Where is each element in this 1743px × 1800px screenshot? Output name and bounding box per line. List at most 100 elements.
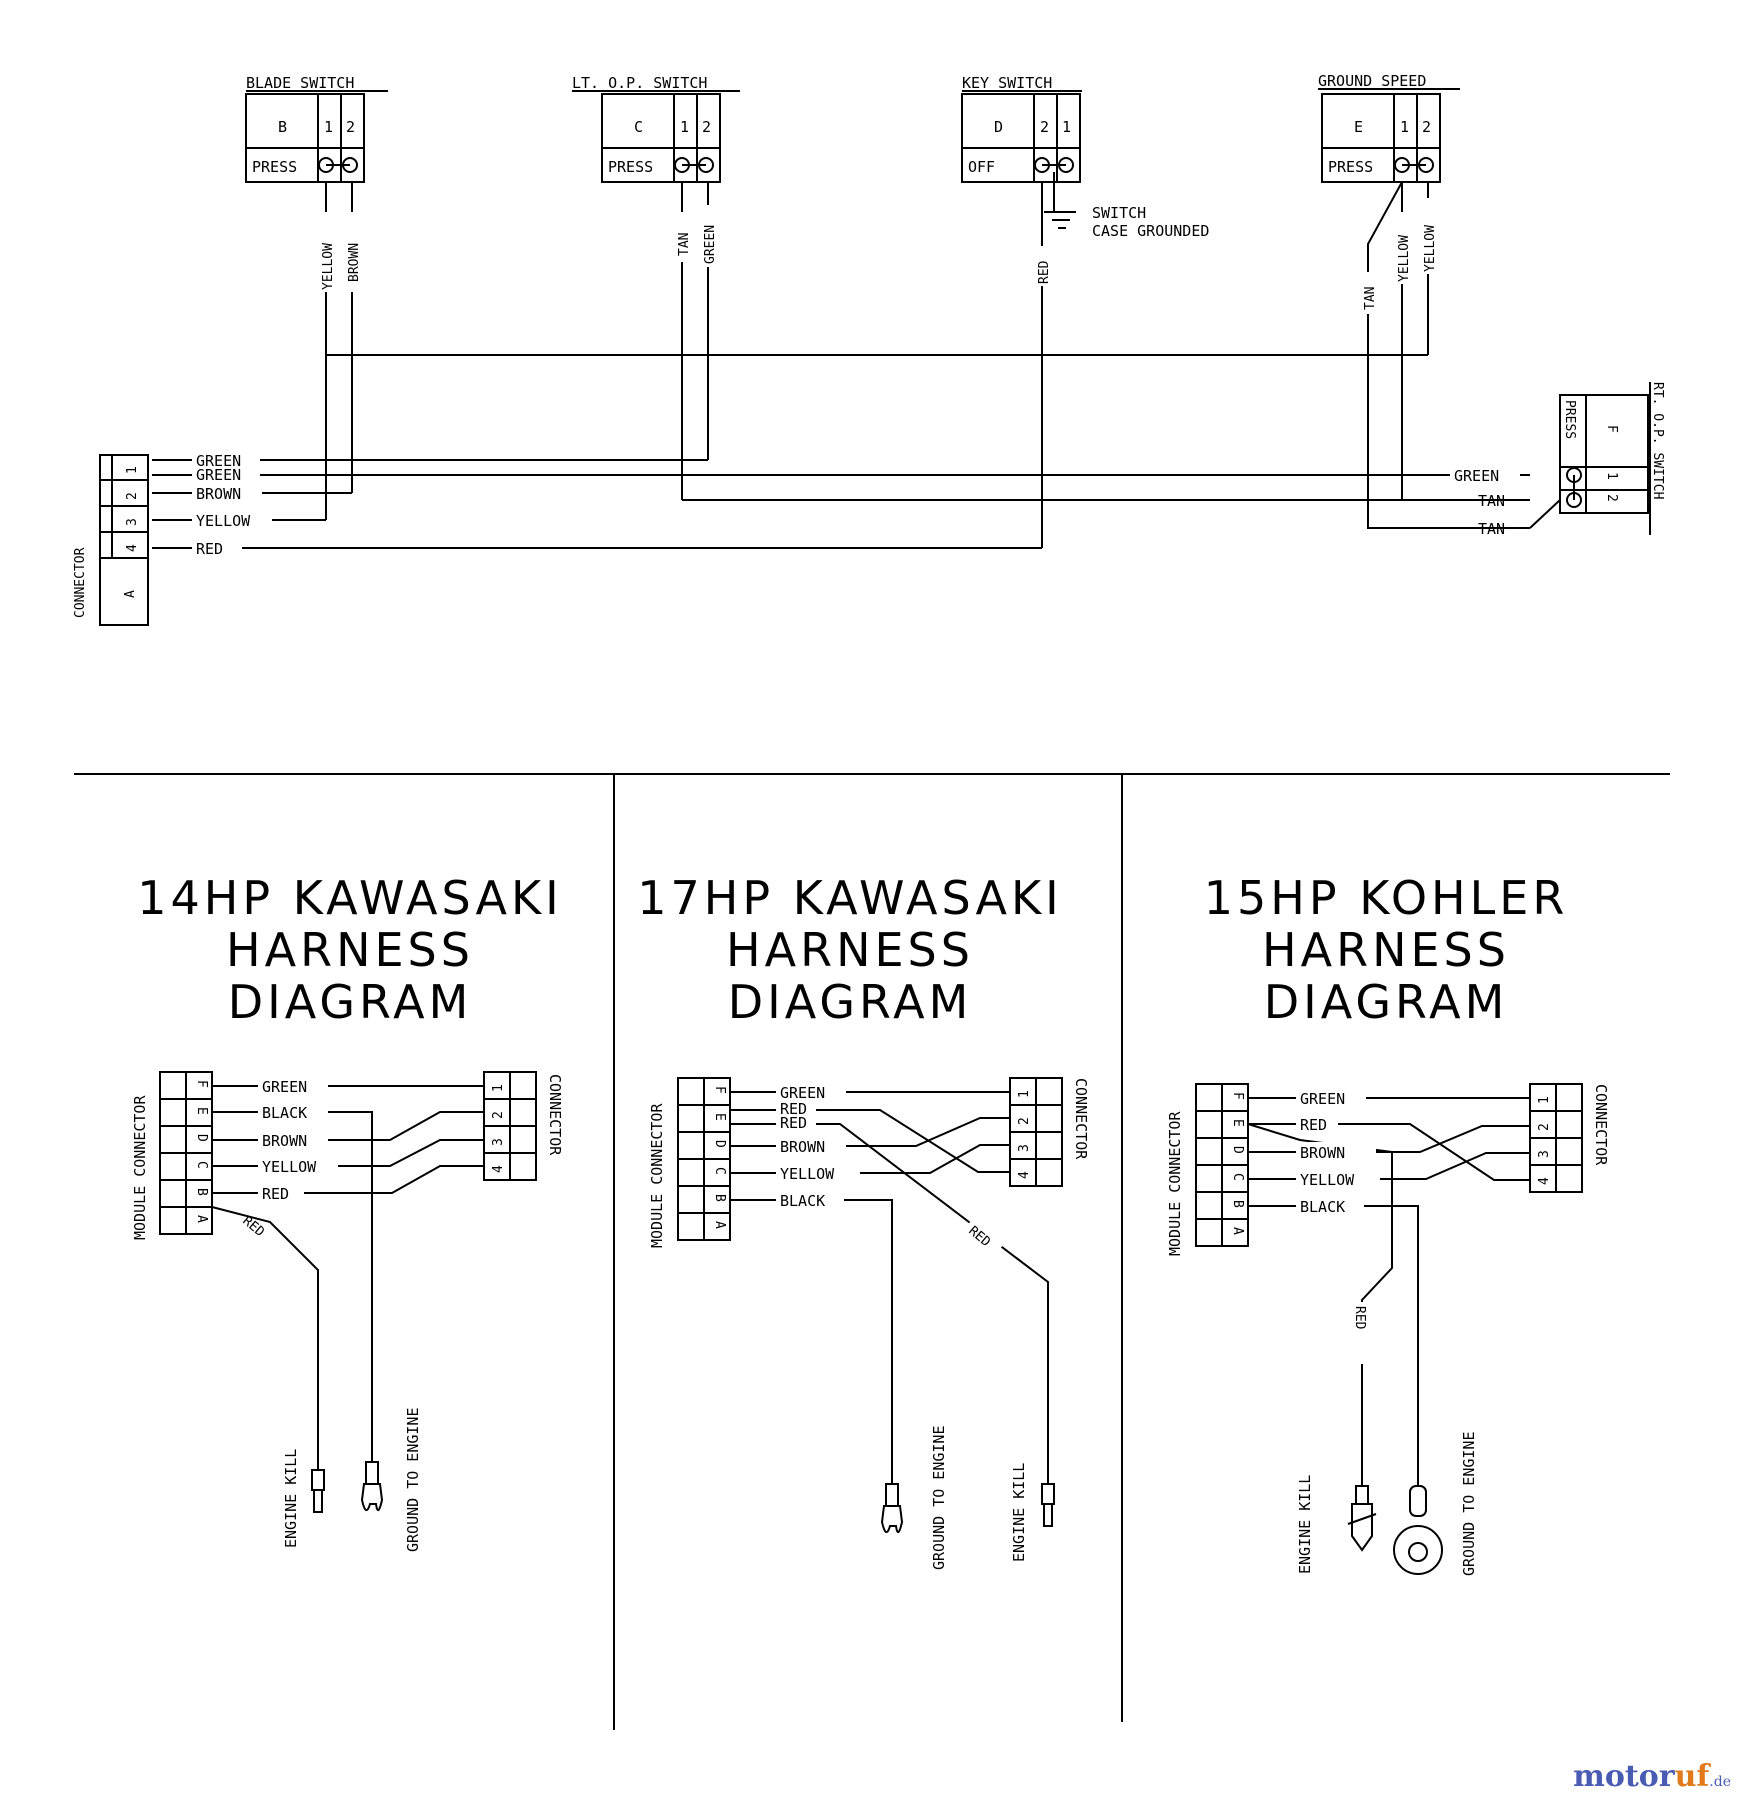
conn-a-wire-green-1: GREEN xyxy=(196,452,241,470)
p2-wire-yellow: YELLOW xyxy=(780,1165,835,1183)
p3-wire-red: RED xyxy=(1300,1116,1327,1134)
brand-part-3: .de xyxy=(1709,1774,1731,1790)
blade-switch-pin2: 2 xyxy=(346,118,355,136)
key-switch-pin1: 2 xyxy=(1040,118,1049,136)
p3-ground-ring-terminal xyxy=(1393,1485,1443,1575)
conn-a-pin-2: 2 xyxy=(125,492,140,500)
lt-op-switch-state: PRESS xyxy=(608,158,653,176)
panel-2-title-2: HARNESS xyxy=(726,923,974,977)
p3-wire-brown: BROWN xyxy=(1300,1144,1345,1162)
p1-ground-label: GROUND TO ENGINE xyxy=(404,1408,422,1553)
p3-mod-pin-a: A xyxy=(1230,1227,1245,1235)
p2-conn-pin-1: 1 xyxy=(1017,1090,1032,1098)
wire-label-green-c: GREEN xyxy=(703,225,718,264)
p1-wire-black: BLACK xyxy=(262,1104,307,1122)
panel-1-title-3: DIAGRAM xyxy=(228,975,473,1029)
wire-label-brown-b: BROWN xyxy=(347,243,362,282)
panel-3-title-3: DIAGRAM xyxy=(1264,975,1509,1029)
key-switch-id: D xyxy=(994,118,1003,136)
lt-op-switch-id: C xyxy=(634,118,643,136)
rt-op-state: PRESS xyxy=(1562,400,1577,439)
p2-wire-red-2: RED xyxy=(780,1114,807,1132)
rt-op-pin1: 1 xyxy=(1604,472,1619,480)
p2-conn-pin-2: 2 xyxy=(1017,1117,1032,1125)
p2-wire-brown: BROWN xyxy=(780,1138,825,1156)
p1-mod-pin-b: B xyxy=(194,1188,209,1196)
conn-a-pin-1: 1 xyxy=(125,466,140,474)
lt-op-switch-pin1: 1 xyxy=(680,118,689,136)
p3-kill-label: ENGINE KILL xyxy=(1296,1475,1314,1574)
wire-label-yellow-e2: YELLOW xyxy=(1423,225,1438,272)
p1-conn-pin-1: 1 xyxy=(491,1084,506,1092)
key-switch-pin2: 1 xyxy=(1062,118,1071,136)
brand-part-1: motor xyxy=(1573,1759,1675,1794)
wire-label-red-d: RED xyxy=(1037,260,1052,284)
wire-label-yellow-b: YELLOW xyxy=(321,243,336,290)
p1-module-label: MODULE CONNECTOR xyxy=(131,1095,149,1240)
p3-conn-pin-1: 1 xyxy=(1537,1096,1552,1104)
conn-a-pin-4: 4 xyxy=(125,544,140,552)
p2-conn-pin-4: 4 xyxy=(1017,1171,1032,1179)
rt-op-id: F xyxy=(1604,425,1619,433)
conn-a-wire-yellow: YELLOW xyxy=(196,512,251,530)
p3-wire-green: GREEN xyxy=(1300,1090,1345,1108)
rt-op-pin2: 2 xyxy=(1604,494,1619,502)
ground-speed-pin1: 1 xyxy=(1400,118,1409,136)
panel-1-title-1: 14HP KAWASAKI xyxy=(137,871,562,925)
p1-conn-pin-4: 4 xyxy=(491,1165,506,1173)
conn-a-label: CONNECTOR xyxy=(73,547,88,618)
p2-wire-black: BLACK xyxy=(780,1192,825,1210)
blade-switch-title: BLADE SWITCH xyxy=(246,74,354,92)
switch-case-label-1: SWITCH xyxy=(1092,204,1146,222)
p2-wire-green: GREEN xyxy=(780,1084,825,1102)
p3-conn-pin-3: 3 xyxy=(1537,1150,1552,1158)
p1-mod-pin-f: F xyxy=(194,1080,209,1088)
p1-wire-green: GREEN xyxy=(262,1078,307,1096)
p2-module-label: MODULE CONNECTOR xyxy=(648,1103,666,1248)
conn-a-wire-red: RED xyxy=(196,540,223,558)
conn-a-wire-brown: BROWN xyxy=(196,485,241,503)
blade-switch: BLADE SWITCH B 1 2 PRESS xyxy=(245,74,388,183)
p2-ground-label: GROUND TO ENGINE xyxy=(930,1426,948,1571)
p2-ground-terminal xyxy=(880,1483,904,1533)
p3-mod-pin-e: E xyxy=(1230,1119,1245,1127)
brand-part-2: uf xyxy=(1674,1759,1710,1794)
wire-label-tan-e: TAN xyxy=(1363,287,1378,310)
p2-mod-pin-d: D xyxy=(712,1140,727,1148)
p3-mod-pin-c: C xyxy=(1230,1173,1245,1181)
ground-speed-state: PRESS xyxy=(1328,158,1373,176)
key-switch-title: KEY SWITCH xyxy=(962,74,1052,92)
panel-2-title-3: DIAGRAM xyxy=(728,975,973,1029)
p1-wire-red: RED xyxy=(262,1185,289,1203)
rt-wire-tan-1: TAN xyxy=(1478,492,1505,510)
rt-op-switch: PRESS F 1 2 RT. O.P. SWITCH xyxy=(1559,382,1665,535)
ground-speed-pin2: 2 xyxy=(1422,118,1431,136)
brand-watermark: motoruf.de xyxy=(1573,1759,1731,1794)
ground-speed-id: E xyxy=(1354,118,1363,136)
p2-mod-pin-e: E xyxy=(712,1113,727,1121)
p1-engine-kill-terminal xyxy=(311,1469,325,1513)
p3-connector-label: CONNECTOR xyxy=(1592,1084,1610,1166)
rt-wire-tan-2: TAN xyxy=(1478,520,1505,538)
p2-conn-pin-3: 3 xyxy=(1017,1144,1032,1152)
panel-17hp-kawasaki: 17HP KAWASAKI HARNESS DIAGRAM F E D C B … xyxy=(637,871,1090,1570)
p1-wire-brown: BROWN xyxy=(262,1132,307,1150)
p2-connector-label: CONNECTOR xyxy=(1072,1078,1090,1160)
p3-mod-pin-d: D xyxy=(1230,1146,1245,1154)
p1-mod-pin-c: C xyxy=(194,1161,209,1169)
p2-engine-kill-terminal xyxy=(1041,1483,1055,1527)
rt-wire-green: GREEN xyxy=(1454,467,1499,485)
switch-case-label-2: CASE GROUNDED xyxy=(1092,222,1209,240)
panel-15hp-kohler: 15HP KOHLER HARNESS DIAGRAM F E D C B A … xyxy=(1166,871,1610,1576)
p3-conn-pin-4: 4 xyxy=(1537,1177,1552,1185)
p1-conn-pin-2: 2 xyxy=(491,1111,506,1119)
panel-14hp-kawasaki: 14HP KAWASAKI HARNESS DIAGRAM F E D C B … xyxy=(131,871,564,1552)
p2-mod-pin-b: B xyxy=(712,1194,727,1202)
p3-conn-pin-2: 2 xyxy=(1537,1123,1552,1131)
blade-switch-pin1: 1 xyxy=(324,118,333,136)
p3-red-label: RED xyxy=(1352,1306,1367,1330)
p1-mod-pin-e: E xyxy=(194,1107,209,1115)
p1-kill-label: ENGINE KILL xyxy=(282,1449,300,1548)
